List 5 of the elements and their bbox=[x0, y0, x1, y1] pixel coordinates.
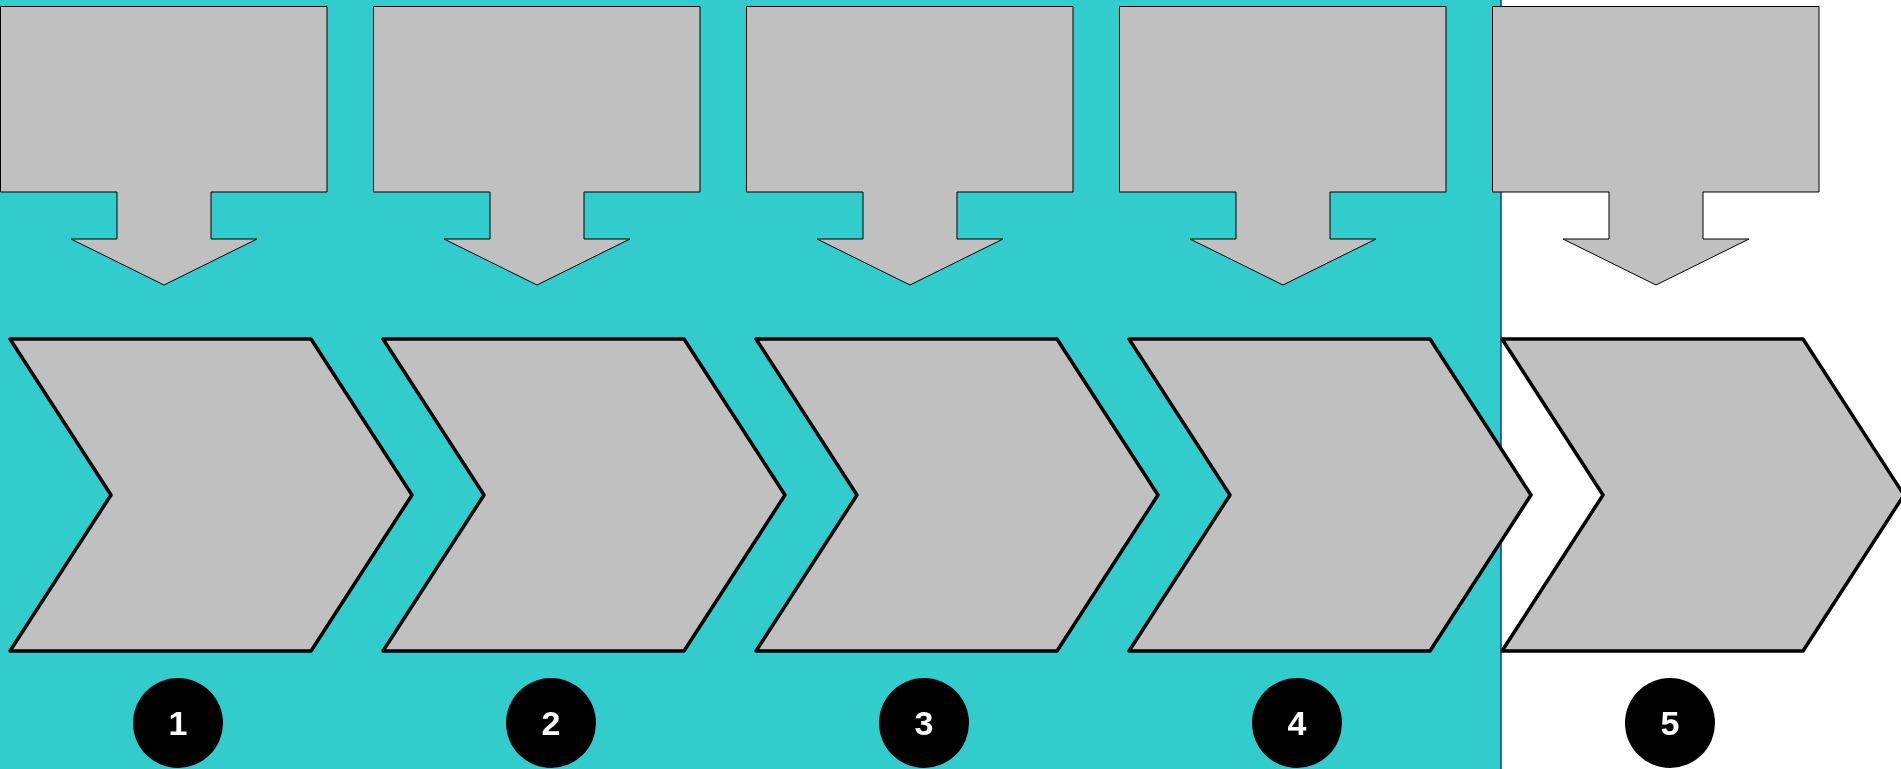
step-number: 5 bbox=[1660, 703, 1680, 743]
step-number: 3 bbox=[914, 703, 934, 743]
step-number: 2 bbox=[541, 703, 561, 743]
step-number: 1 bbox=[168, 703, 188, 743]
step-number: 4 bbox=[1287, 703, 1307, 743]
